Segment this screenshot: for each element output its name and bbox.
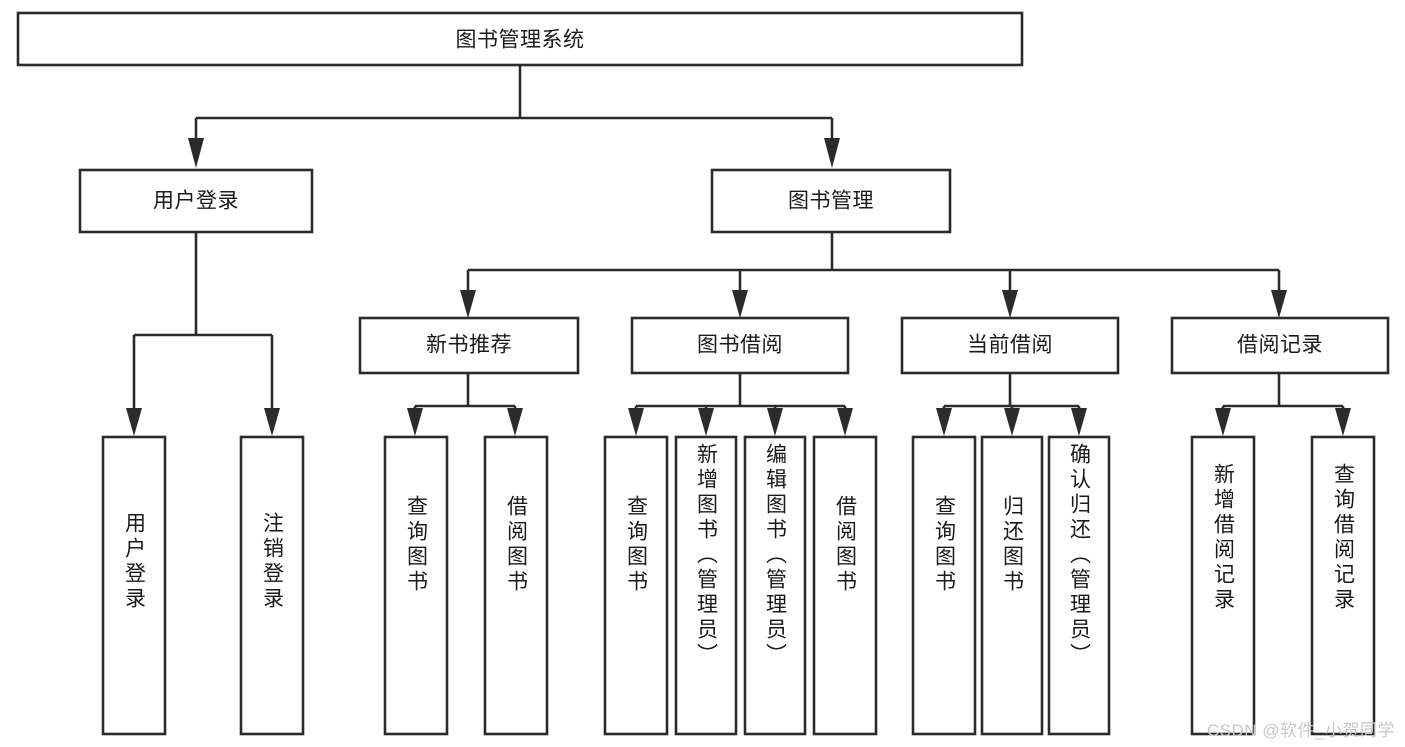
node-leaf-add-record-box[interactable] — [1190, 435, 1256, 736]
connector-group-root-to-level2 — [188, 65, 840, 168]
node-new-book-recommend-label: 新书推荐 — [426, 334, 512, 357]
node-borrow-record-label: 借阅记录 — [1237, 334, 1323, 357]
connector-group-current-borrow-to-leaves — [936, 373, 1087, 436]
node-book-borrow[interactable]: 图书借阅 — [630, 316, 850, 375]
connector-group-user-login-to-leaves — [126, 232, 280, 436]
node-leaf-borrow-book-2-box[interactable] — [812, 435, 878, 736]
node-root-box[interactable] — [16, 11, 1024, 67]
node-book-manage-box[interactable] — [710, 168, 952, 234]
node-borrow-record[interactable]: 借阅记录 — [1170, 316, 1390, 375]
node-leaf-confirm-return-box[interactable] — [1047, 435, 1111, 736]
arrow-head-icon — [698, 408, 714, 436]
node-user-login-box[interactable] — [78, 168, 314, 234]
node-current-borrow-label: 当前借阅 — [967, 334, 1053, 357]
arrow-head-icon — [1002, 290, 1018, 318]
connector-group-book-manage-to-level3 — [460, 232, 1287, 318]
connector-group-book-borrow-to-leaves — [628, 373, 853, 436]
arrow-head-icon — [936, 408, 952, 436]
node-leaf-add-book-box[interactable] — [674, 435, 738, 736]
node-leaf-user-login-box[interactable] — [101, 435, 167, 736]
node-leaf-query-book-2-box[interactable] — [603, 435, 669, 736]
arrow-head-icon — [1071, 408, 1087, 436]
leaf-box-group — [101, 435, 1376, 736]
node-current-borrow-box[interactable] — [900, 316, 1120, 375]
arrow-head-icon — [188, 138, 204, 168]
arrow-head-icon — [407, 408, 423, 436]
node-leaf-query-book-1-box[interactable] — [383, 435, 449, 736]
arrow-head-icon — [126, 408, 142, 436]
arrow-head-icon — [824, 138, 840, 168]
node-leaf-user-logout-box[interactable] — [239, 435, 305, 736]
node-user-login-label: 用户登录 — [153, 190, 239, 213]
node-user-login[interactable]: 用户登录 — [78, 168, 314, 234]
node-root-label: 图书管理系统 — [456, 29, 585, 52]
node-book-manage[interactable]: 图书管理 — [710, 168, 952, 234]
arrow-head-icon — [1335, 408, 1351, 436]
connector-group-borrow-record-to-leaves — [1215, 373, 1351, 436]
arrow-head-icon — [264, 408, 280, 436]
arrow-head-icon — [1271, 290, 1287, 318]
node-new-book-recommend-box[interactable] — [358, 316, 580, 375]
arrow-head-icon — [1215, 408, 1231, 436]
node-book-manage-label: 图书管理 — [788, 190, 874, 213]
node-book-borrow-label: 图书借阅 — [697, 334, 783, 357]
node-book-borrow-box[interactable] — [630, 316, 850, 375]
arrow-head-icon — [1004, 408, 1020, 436]
node-leaf-borrow-book-1-box[interactable] — [483, 435, 549, 736]
node-root[interactable]: 图书管理系统 — [16, 11, 1024, 67]
arrow-head-icon — [507, 408, 523, 436]
node-leaf-query-book-3-box[interactable] — [911, 435, 977, 736]
node-leaf-edit-book-box[interactable] — [743, 435, 807, 736]
node-new-book-recommend[interactable]: 新书推荐 — [358, 316, 580, 375]
arrow-head-icon — [767, 408, 783, 436]
arrow-head-icon — [460, 290, 476, 318]
arrow-head-icon — [837, 408, 853, 436]
connector-group-new-book-recommend-to-leaves — [407, 373, 523, 436]
node-current-borrow[interactable]: 当前借阅 — [900, 316, 1120, 375]
arrow-head-icon — [628, 408, 644, 436]
node-leaf-return-book-box[interactable] — [980, 435, 1044, 736]
node-borrow-record-box[interactable] — [1170, 316, 1390, 375]
arrow-head-icon — [732, 290, 748, 318]
node-leaf-query-record-box[interactable] — [1310, 435, 1376, 736]
